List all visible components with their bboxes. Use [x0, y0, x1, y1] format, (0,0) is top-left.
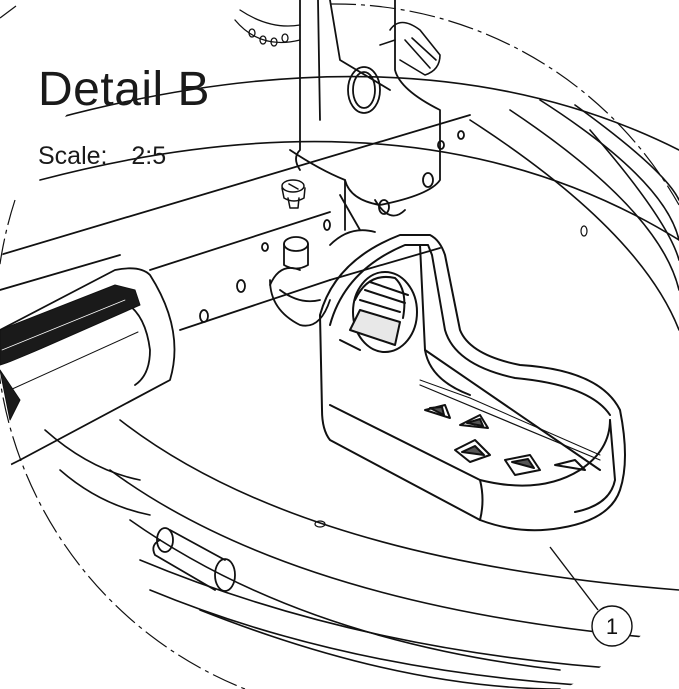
- scale-annotation: Scale: 2:5: [38, 142, 166, 171]
- wheel-rim: [39, 75, 679, 689]
- callout-balloon: [591, 605, 633, 647]
- detail-boundary: [0, 3, 679, 689]
- upright-post: [289, 0, 441, 231]
- callout-leader: [549, 546, 599, 611]
- callout-1: [549, 546, 633, 647]
- screw: [281, 179, 306, 209]
- detail-title: Detail B: [38, 63, 211, 116]
- scale-label: Scale:: [38, 142, 108, 170]
- grip-ribs: [0, 284, 141, 421]
- callout-number: 1: [606, 614, 618, 639]
- axle-pin: [152, 527, 236, 592]
- release-knob: [379, 21, 441, 76]
- frame-tube: [0, 114, 471, 331]
- perforated-plate: [234, 9, 301, 47]
- clamp-ring: [269, 229, 376, 327]
- footrest: [319, 234, 626, 532]
- rim-details: [314, 225, 588, 528]
- scale-value: 2:5: [131, 142, 167, 170]
